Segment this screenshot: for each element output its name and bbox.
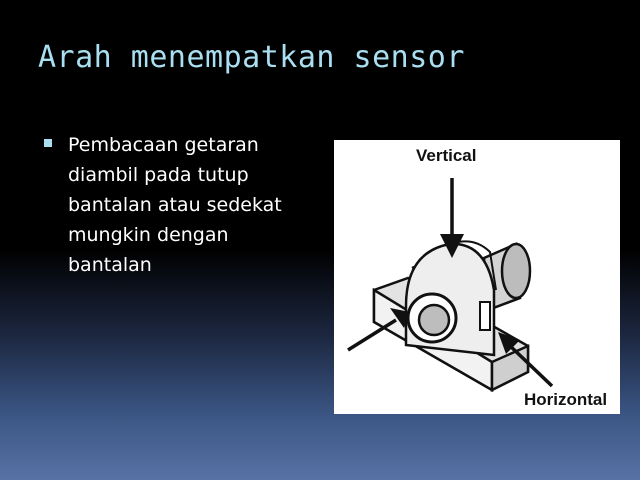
bearing-cap-shape <box>404 240 497 357</box>
horizontal-arrow <box>498 332 554 388</box>
bullet-list: Pembacaan getaran diambil pada tutup ban… <box>42 130 312 280</box>
axial-arrow <box>347 308 410 352</box>
bullet-text: Pembacaan getaran diambil pada tutup ban… <box>68 134 282 276</box>
square-bullet-icon <box>44 139 52 147</box>
vertical-arrow <box>440 178 464 258</box>
bearing-sensor-diagram: Vertical Horizontal <box>334 140 620 414</box>
slide-title: Arah menempatkan sensor <box>38 40 465 75</box>
horizontal-label: Horizontal <box>524 390 608 409</box>
bullet-item: Pembacaan getaran diambil pada tutup ban… <box>42 130 312 280</box>
vertical-label: Vertical <box>416 146 477 165</box>
bearing-drawing <box>347 178 554 393</box>
